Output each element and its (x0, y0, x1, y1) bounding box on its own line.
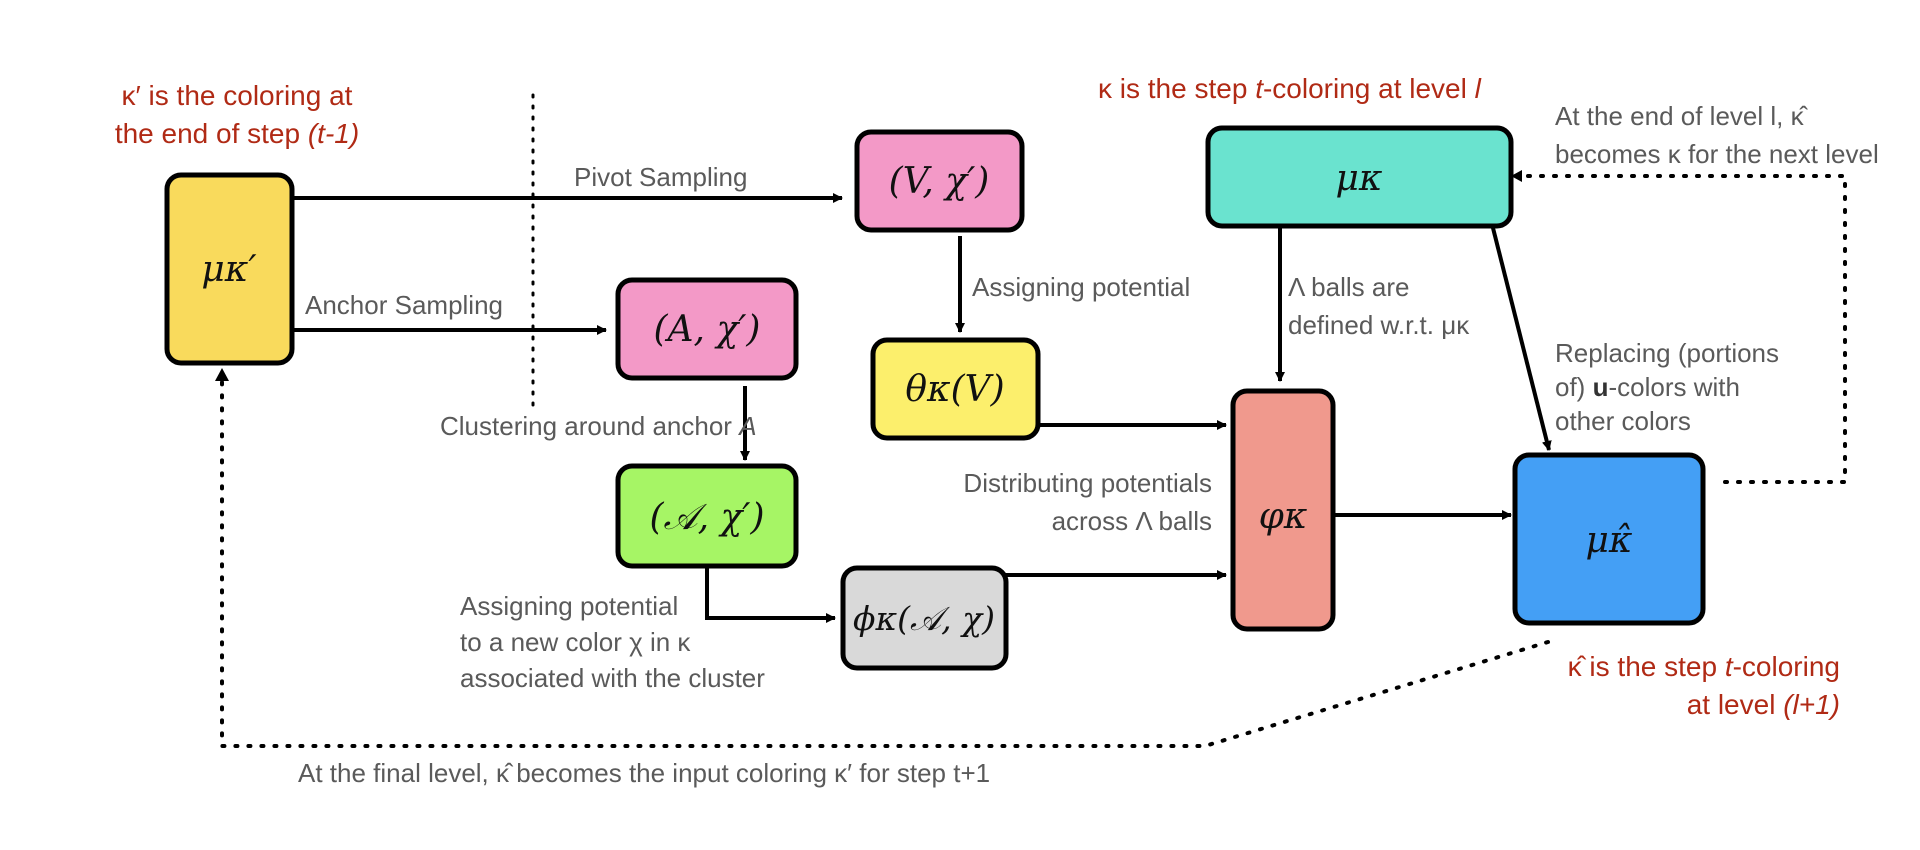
node-mu-kappa-hat-label: μκ̂ (1585, 520, 1632, 561)
kappa-hat-annotation-line2: at level (l+1) (1687, 689, 1840, 720)
node-theta: θκ(V) (870, 337, 1041, 441)
pivot-sampling-label: Pivot Sampling (574, 162, 747, 192)
replacing-label-line3: other colors (1555, 406, 1691, 436)
node-a-chi-label: (A, χ′) (654, 309, 761, 350)
edge-next-level-loop (1518, 174, 1847, 484)
assign-new-color-label-line2: to a new color χ in κ (460, 627, 691, 657)
distributing-label-line2: across Λ balls (1052, 506, 1212, 536)
kappa-prime-annotation-line1: κ′ is the coloring at (122, 80, 353, 111)
node-cal-a-chi: (𝒜, χ′) (615, 463, 799, 569)
node-cal-a-chi-label: (𝒜, χ′) (649, 497, 764, 538)
node-mu-kappa-prime-label: μκ′ (201, 249, 256, 290)
end-of-level-label-line1: At the end of level l, κ̂ (1555, 101, 1809, 131)
kappa-prime-annotation-line2: the end of step (t-1) (115, 118, 359, 149)
lambda-balls-label-line1: Λ balls are (1288, 272, 1409, 302)
lambda-balls-label-line2: defined w.r.t. μκ (1288, 310, 1470, 340)
node-phi-label: ϕκ(𝒜, χ) (853, 599, 995, 638)
kappa-step-annotation: κ is the step t-coloring at level l (1098, 73, 1482, 104)
node-theta-label: θκ(V) (905, 369, 1004, 410)
node-mu-kappa-hat: μκ̂ (1512, 452, 1706, 626)
kappa-hat-annotation-line1: κ̂ is the step t-coloring (1568, 651, 1840, 682)
assign-new-color-label-line3: associated with the cluster (460, 663, 765, 693)
arrowhead-next-level (1511, 170, 1522, 182)
replacing-label-line2: of) u-colors with (1555, 372, 1740, 402)
node-v-chi-label: (V, χ′) (889, 161, 990, 202)
node-mu-kappa-prime: μκ′ (164, 172, 295, 366)
node-a-chi: (A, χ′) (615, 277, 799, 381)
arrowhead-final-level (215, 368, 229, 381)
clustering-label: Clustering around anchor A (440, 411, 757, 441)
edge-assign-new-color (705, 566, 836, 623)
node-mu-kappa-label: μκ (1335, 158, 1382, 199)
replacing-label-line1: Replacing (portions (1555, 338, 1779, 368)
node-v-chi: (V, χ′) (854, 129, 1025, 233)
anchor-sampling-label: Anchor Sampling (305, 290, 503, 320)
end-of-level-label-line2: becomes κ for the next level (1555, 139, 1879, 169)
node-varphi: φκ (1230, 388, 1336, 632)
assign-new-color-label-line1: Assigning potential (460, 591, 678, 621)
edge-replacing (1491, 227, 1552, 451)
distributing-label-line1: Distributing potentials (963, 468, 1212, 498)
final-level-label: At the final level, κ̂ becomes the input… (298, 758, 990, 788)
assigning-potential-label: Assigning potential (972, 272, 1190, 302)
node-varphi-label: φκ (1259, 496, 1308, 537)
node-mu-kappa: μκ (1205, 125, 1514, 229)
node-phi: ϕκ(𝒜, χ) (840, 565, 1009, 671)
